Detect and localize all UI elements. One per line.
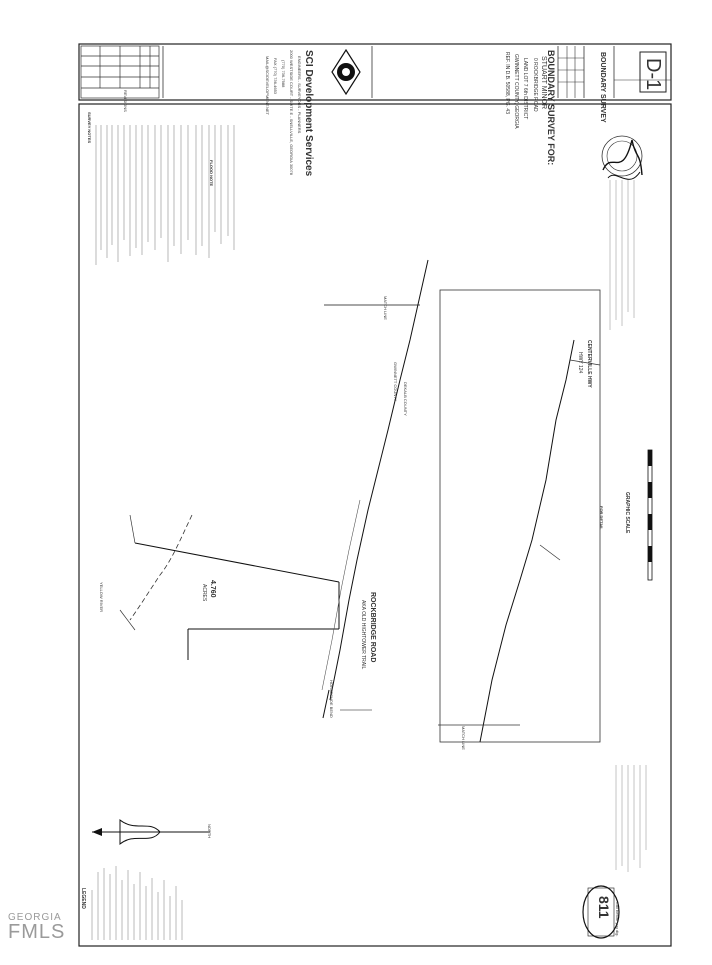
property-boundary <box>134 542 340 660</box>
north-arrow <box>92 818 210 846</box>
property-address: 0 ROCKBRIDGE ROAD <box>532 58 538 112</box>
deed-reference: REF. IN D.B. 50588, PG. 43 <box>504 52 510 114</box>
client-name: STUART MINOR <box>540 56 547 110</box>
company-name: SCI Development Services <box>303 50 314 177</box>
drawing-frame <box>78 103 672 947</box>
company-subtitle: ENGINEERS - SURVEYORS - PLANNERS <box>297 56 302 134</box>
graphic-scale-bar <box>647 449 653 581</box>
legend-title: LEGEND <box>80 888 86 909</box>
company-logo <box>331 48 361 96</box>
company-fax: FAX (770) 736-4653 <box>273 58 278 95</box>
county: GWINNETT COUNTY, GEORGIA <box>513 54 519 129</box>
parcel-lines <box>119 514 136 631</box>
detail-box <box>439 289 601 743</box>
land-lot: LAND LOT 7 6th DISTRICT <box>522 58 528 120</box>
road-aka-label: AKA OLD HIGHTOWER TRAIL <box>360 600 366 670</box>
detail-centerline <box>479 339 575 743</box>
yellow-river-label: YELLOW RIVER <box>99 582 104 613</box>
drawing-type: BOUNDARY SURVEY <box>599 52 606 123</box>
highway-name: CENTERVILLE HWY <box>586 340 592 388</box>
survey-for-label: BOUNDARY SURVEY FOR: <box>546 50 556 166</box>
match-line-label-lower: MATCH LINE <box>461 726 466 750</box>
acreage-value: 4.760 <box>209 580 216 598</box>
survey-notes-heading: SURVEY NOTES <box>87 112 92 144</box>
call-811-text: Call before you dig. <box>615 902 620 937</box>
road-right-of-way <box>321 499 361 691</box>
info-grid <box>558 46 671 98</box>
graphic-scale-label: GRAPHIC SCALE <box>624 492 630 534</box>
watermark-line2: FMLS <box>8 921 66 943</box>
dekalb-county-label: DEKALB COUNTY <box>403 382 408 416</box>
road-name-label: ROCKBRIDGE ROAD <box>369 592 376 663</box>
survey-notes-lines <box>95 125 235 265</box>
title-block-frame <box>78 43 672 101</box>
call-811-number: 811 <box>596 896 612 919</box>
flood-note-heading: FLOOD NOTE <box>209 160 214 187</box>
highway-number: HWY 124 <box>577 352 583 374</box>
fmls-watermark: GEORGIA FMLS <box>8 912 65 944</box>
gwinnett-county-label: GWINNETT COUNTY <box>393 362 398 402</box>
revisions-table <box>80 45 160 99</box>
revisions-label: REVISIONS <box>123 90 128 112</box>
horseshoe-bend-label: HORSESHOE BEND <box>329 680 334 718</box>
north-label: NORTH <box>207 824 212 839</box>
surveyor-cert-lines <box>609 180 635 330</box>
watermark-line1: GEORGIA <box>8 912 62 923</box>
legend-lines <box>91 866 183 940</box>
detail-label: FOR DETAIL <box>599 506 604 530</box>
company-phone: (770) 736-7988 <box>281 60 286 88</box>
surveyor-seal <box>601 135 643 180</box>
acres-label: ACRES <box>201 584 207 602</box>
sheet-number: D-1 <box>642 58 664 91</box>
road-centerline <box>329 259 429 701</box>
river-line <box>129 514 193 621</box>
notice-lines <box>615 765 647 872</box>
company-address: 2000 WESTSIDE COURT - SUITE E - SNELLVIL… <box>289 50 294 175</box>
company-email: MAIL@SCIDEVELOPMENT.NET <box>265 56 270 115</box>
call-811-logo <box>582 885 620 939</box>
match-line-label-upper: MATCH LINE <box>383 296 388 320</box>
